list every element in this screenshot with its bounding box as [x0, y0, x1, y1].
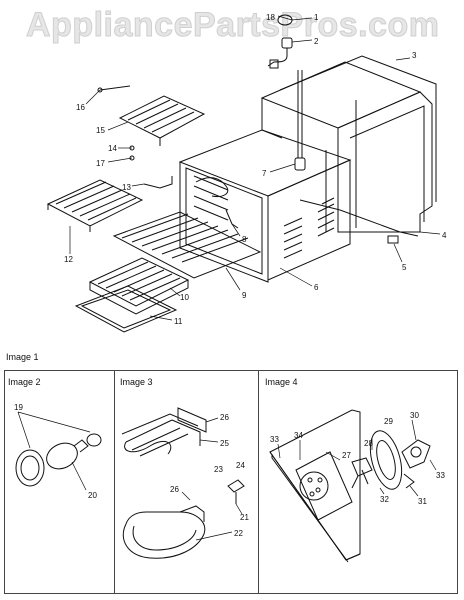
caption-image-1: Image 1 — [6, 352, 39, 362]
callout-28: 28 — [364, 439, 373, 448]
bake-elements-21-26 — [121, 407, 245, 559]
callout-25: 25 — [220, 439, 229, 448]
oven-rack-9 — [112, 211, 262, 279]
callout-32: 32 — [380, 495, 389, 504]
callout-34: 34 — [294, 431, 303, 440]
callout-11: 11 — [174, 317, 183, 326]
bar-16-end — [97, 87, 103, 93]
callout-29: 29 — [384, 417, 393, 426]
callout-33-left: 33 — [270, 435, 279, 444]
callout-15: 15 — [96, 126, 105, 135]
callout-13: 13 — [122, 183, 131, 192]
callout-23: 23 — [214, 465, 223, 474]
valve-7 — [294, 70, 306, 171]
callout-22: 22 — [234, 529, 243, 538]
caption-image-3: Image 3 — [120, 377, 153, 387]
oven-rack-12 — [46, 179, 144, 232]
oven-cavity — [179, 162, 419, 283]
panel-divider-2 — [258, 370, 259, 594]
callout-labels: 1 2 3 4 5 6 7 8 9 10 11 12 13 14 15 16 1… — [14, 13, 447, 538]
callout-14: 14 — [108, 144, 117, 153]
outer-wrapper-3 — [260, 55, 437, 233]
callout-3: 3 — [412, 51, 417, 60]
broil-pan-11 — [74, 285, 178, 333]
bar-16 — [99, 85, 131, 91]
bracket-5 — [387, 235, 399, 244]
light-assembly-19-20 — [15, 411, 102, 491]
callout-1: 1 — [314, 13, 319, 22]
callout-24: 24 — [236, 461, 245, 470]
callout-4: 4 — [442, 231, 447, 240]
callout-26-top: 26 — [220, 413, 229, 422]
detail-panels-frame — [4, 370, 458, 594]
callout-31: 31 — [418, 497, 427, 506]
callout-17: 17 — [96, 159, 105, 168]
leader-lines-image-1 — [69, 15, 441, 321]
callout-8: 8 — [242, 235, 247, 244]
broil-rack-15 — [118, 95, 206, 146]
callout-5: 5 — [402, 263, 407, 272]
panel-divider-1 — [114, 370, 115, 594]
callout-10: 10 — [180, 293, 189, 302]
caption-image-2: Image 2 — [8, 377, 41, 387]
callout-6: 6 — [314, 283, 319, 292]
rear-panel-assembly-27-34 — [269, 409, 437, 563]
callout-21: 21 — [240, 513, 249, 522]
caption-image-4: Image 4 — [265, 377, 298, 387]
bracket-13 — [143, 176, 173, 189]
broil-pan-grid-10 — [88, 257, 190, 315]
callout-16: 16 — [76, 103, 85, 112]
callout-30: 30 — [410, 411, 419, 420]
callout-9: 9 — [242, 291, 247, 300]
callout-27: 27 — [342, 451, 351, 460]
callout-2: 2 — [314, 37, 319, 46]
callout-18: 18 — [266, 13, 275, 22]
callout-26-bottom: 26 — [170, 485, 179, 494]
top-fittings — [267, 14, 293, 69]
callout-12: 12 — [64, 255, 73, 264]
callout-33-right: 33 — [436, 471, 445, 480]
watermark: AppliancePartsPros.com — [25, 6, 440, 45]
callout-20: 20 — [88, 491, 97, 500]
callout-19: 19 — [14, 403, 23, 412]
callout-7: 7 — [262, 169, 267, 178]
